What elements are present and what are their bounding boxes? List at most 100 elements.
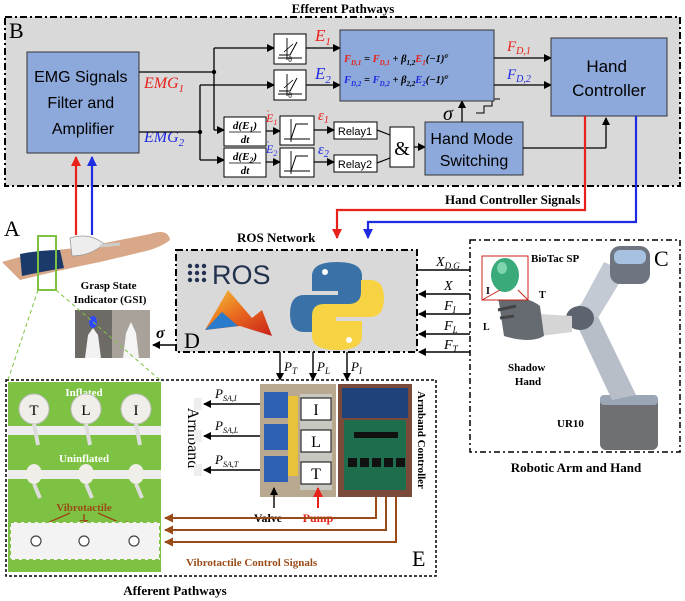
vibro-signals-label: Vibrotactile Control Signals [186, 557, 318, 569]
fd1-label: FD,1 [506, 39, 531, 57]
robot-caption: Robotic Arm and Hand [511, 460, 642, 475]
e2-dot-label: E2 [265, 142, 277, 158]
ft-label: FT [443, 338, 459, 354]
sigma-label: σ [443, 103, 454, 125]
finger-i-label: I [486, 286, 490, 297]
controller-signal-red [332, 116, 587, 239]
armband-strap [8, 426, 161, 435]
biotac-sensor-photo [481, 255, 529, 301]
equation-2: FD,2 = FD,2 + β2,2E2(−1)σ [343, 73, 448, 88]
hand-mode-label: Hand Mode Switching [430, 131, 517, 170]
uninflated-label: Uninflated [59, 453, 109, 465]
hand-controller-signals-label: Hand Controller Signals [445, 192, 580, 207]
valve-l-box [300, 429, 332, 453]
relay2-out [376, 157, 391, 164]
hand-mode-switching-block [424, 121, 524, 176]
and-gate [389, 126, 415, 168]
emg-filter-label: EMG Signals Filter and Amplifier [34, 69, 132, 138]
biotac-label: BioTac SP [531, 253, 579, 265]
and-symbol: & [394, 138, 410, 160]
vibro-signal-line [164, 497, 377, 523]
equation-block [339, 29, 495, 102]
ros-logo-text: ROS [212, 260, 271, 290]
vibrotactile-label: Vibrotactile [56, 502, 112, 514]
ros-network-title: ROS Network [237, 230, 316, 245]
valve-i-label: I [313, 402, 318, 419]
e1-label: E1 [314, 26, 331, 48]
theta-label: θ [288, 91, 292, 100]
eps1-label: ε1 [318, 108, 329, 126]
deriv1-numerator: d(E1) [233, 120, 257, 134]
panel-letter-c: C [654, 246, 669, 271]
python-logo [290, 262, 384, 350]
equation-1: FD,1 = FD,1 + β1,2E1(−1)σ [343, 52, 448, 67]
valve-t-box [300, 461, 332, 485]
emg2-label: EMG2 [143, 129, 185, 149]
emg1-label: EMG1 [143, 75, 184, 95]
forearm-photo [2, 232, 170, 291]
fl-label: FL [443, 319, 458, 335]
pt-label: PT [283, 359, 298, 376]
deriv1-denominator: dt [241, 134, 251, 146]
relay1-out [376, 129, 391, 136]
armband-controller-label: Armband Controller [415, 391, 427, 489]
dot-mark: ˙ [266, 107, 270, 121]
controller-board [342, 388, 408, 490]
panel-letter-e: E [412, 546, 425, 571]
junction-dot [197, 129, 203, 135]
eps2-label: ε2 [318, 142, 329, 160]
psa-l-label: PSA,L [214, 418, 239, 435]
vibrotactile-motors [30, 535, 140, 547]
valve-t-label: T [311, 466, 321, 483]
x-label: X [443, 279, 453, 294]
pi-label: PI [350, 359, 363, 376]
psa-i-label: PSA,I [214, 386, 237, 403]
sigma-out-label: σ [156, 325, 165, 342]
relay2-block [333, 154, 378, 173]
e2-label: E2 [314, 64, 331, 86]
emg-filter-block [26, 51, 140, 154]
balloon-i-label: I [134, 403, 139, 419]
ur10-label: UR10 [557, 418, 584, 430]
shadow-hand-label: Shadow Hand [508, 362, 548, 388]
fi-label: FI [443, 299, 457, 315]
armband-label: Armband [184, 408, 201, 468]
threshold-block-1 [273, 33, 307, 65]
vibro-signal-line [164, 497, 397, 547]
relay1-label: Relay1 [338, 126, 372, 138]
finger-l-label: L [483, 322, 490, 333]
derivative-block-1 [223, 116, 267, 147]
panel-letter-a: A [4, 216, 20, 241]
afferent-caption: Afferent Pathways [123, 583, 226, 598]
deriv2-numerator: d(E2) [233, 151, 257, 165]
hand-controller-block [550, 37, 668, 117]
vibro-signal-line [164, 497, 387, 535]
armband-bar [170, 388, 192, 488]
efferent-title: Efferent Pathways [292, 1, 395, 16]
derivative-block-2 [223, 147, 267, 178]
theta-label: θ [288, 55, 292, 64]
balloon-t-label: T [29, 403, 38, 419]
fd2-label: FD,2 [506, 67, 531, 85]
ros-logo [187, 263, 207, 283]
controller-signal-blue [363, 116, 638, 239]
gsi-photo [75, 310, 150, 358]
valve-l-label: L [311, 434, 321, 451]
deriv2-denominator: dt [241, 165, 251, 177]
balloon-l-label: L [81, 403, 90, 419]
valve-i-box [300, 397, 332, 421]
relay2-label: Relay2 [338, 159, 372, 171]
junction-dot [211, 69, 217, 75]
sensor-highlight [37, 235, 57, 291]
inflated-balloons [18, 393, 152, 446]
saturation-block-1 [279, 115, 315, 146]
xdg-label: XD,G [435, 255, 460, 271]
dot-mark: ˙ [266, 138, 270, 152]
zoom-line [7, 289, 39, 381]
ur10-robot-photo [497, 246, 658, 450]
armband-tubes [194, 398, 202, 476]
matlab-logo [205, 290, 272, 336]
e1-dot-label: E1 [265, 111, 277, 127]
